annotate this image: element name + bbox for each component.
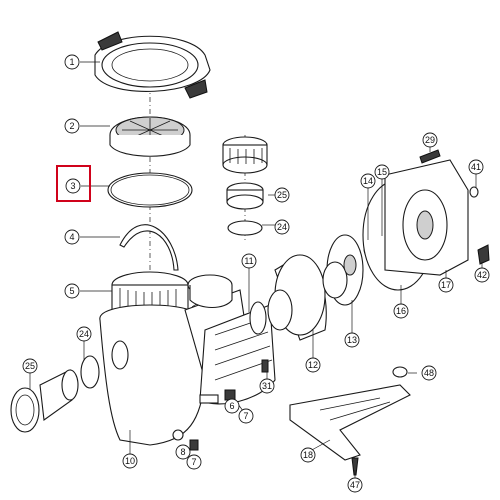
callout-47: 47 [347,477,363,493]
plug-8-part [172,429,184,441]
svg-text:18: 18 [303,450,313,460]
svg-text:15: 15 [377,167,387,177]
callout-41: 41 [468,159,484,175]
svg-text:11: 11 [244,256,253,266]
screw-47-part [351,457,359,476]
o-ring-top-part [227,220,263,236]
svg-text:25: 25 [25,361,35,371]
callout-48: 48 [421,365,437,381]
callout-42: 42 [474,267,490,283]
svg-text:1: 1 [69,57,74,67]
callout-14: 14 [360,173,376,189]
callout-1: 1 [64,54,80,70]
pump-housing-part [99,274,276,446]
callout-17: 17 [438,277,454,293]
callout-29: 29 [422,132,438,148]
callout-2: 2 [64,118,80,134]
callout-8: 8 [175,444,191,460]
o-ring-inner [110,174,190,206]
lid-part [94,31,211,99]
leader-lines [29,61,483,478]
svg-text:14: 14 [363,176,373,186]
callout-13: 13 [344,332,360,348]
diffuser-part [267,254,327,341]
bolt-42-part [477,244,490,265]
strainer-cover-part [109,116,191,157]
svg-text:5: 5 [69,286,74,296]
svg-text:24: 24 [79,329,89,339]
callout-6: 6 [224,398,240,414]
callout-11: 11 [241,253,257,269]
svg-text:42: 42 [477,270,487,280]
plug-7-part [189,439,199,451]
svg-text:7: 7 [191,457,196,467]
svg-text:2: 2 [69,121,74,131]
svg-text:47: 47 [350,480,360,490]
svg-text:7: 7 [243,411,248,421]
union-top-part [222,136,268,210]
callout-3: 3 [65,178,81,194]
callout-25-left: 25 [22,358,38,374]
union-left-part [10,369,79,433]
o-ring-part [107,172,193,208]
svg-text:48: 48 [424,368,434,378]
callout-12: 12 [305,357,321,373]
svg-text:10: 10 [125,456,135,466]
callout-24-left: 24 [76,326,92,342]
callout-7-right: 7 [238,408,254,424]
svg-text:6: 6 [229,401,234,411]
callout-25-top: 25 [274,187,290,203]
screw-31-part [261,359,269,373]
impeller-part [322,234,364,306]
seal-plate-part [384,159,469,276]
clip-part [119,224,179,271]
svg-text:8: 8 [180,447,185,457]
svg-text:29: 29 [425,135,435,145]
highlight-box [56,165,91,202]
washer-41-part [469,186,479,198]
svg-text:24: 24 [277,222,287,232]
callout-18: 18 [300,447,316,463]
callout-10: 10 [122,453,138,469]
o-ring-left-part [80,355,100,389]
svg-text:13: 13 [347,335,357,345]
base-part [289,384,411,461]
bolt-29-part [419,149,441,164]
svg-text:25: 25 [277,190,287,200]
ring-11-part [249,301,267,335]
callout-24-top: 24 [274,219,290,235]
svg-text:41: 41 [471,162,481,172]
svg-text:17: 17 [441,280,451,290]
callout-16: 16 [393,303,409,319]
drain-plug-part [224,389,236,401]
washer-48-part [392,366,408,378]
svg-text:3: 3 [70,181,75,191]
svg-text:4: 4 [69,232,74,242]
svg-text:12: 12 [308,360,318,370]
callout-15: 15 [374,164,390,180]
callout-5: 5 [64,283,80,299]
svg-text:16: 16 [396,306,406,316]
callout-31: 31 [259,378,275,394]
callout-4: 4 [64,229,80,245]
callout-7-bottom: 7 [186,454,202,470]
svg-text:31: 31 [262,381,272,391]
